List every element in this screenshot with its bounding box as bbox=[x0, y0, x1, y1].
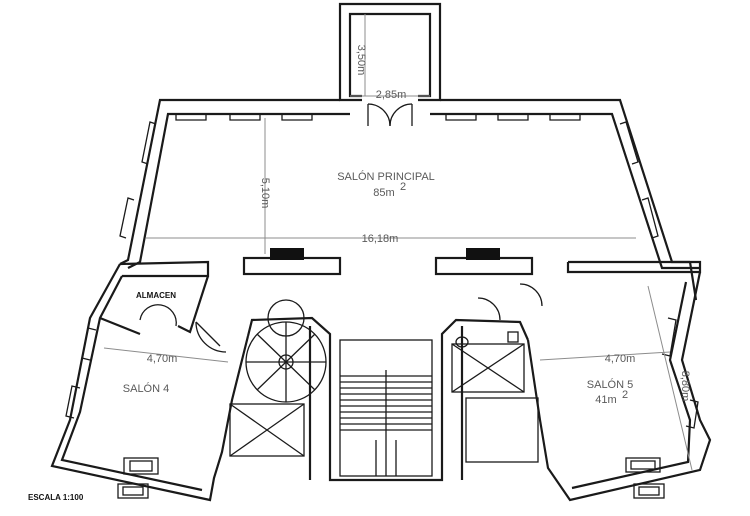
dim-entry-depth: 3,50m bbox=[355, 45, 367, 76]
fireplace-right bbox=[466, 248, 500, 260]
interior-partitions bbox=[119, 248, 702, 278]
dim-entry-width: 2,85m bbox=[376, 89, 407, 101]
room-area-sup-salon5: 2 bbox=[622, 389, 628, 401]
room-label-salon4: SALÓN 4 bbox=[123, 382, 169, 395]
room-label-salon5: SALÓN 5 bbox=[587, 378, 633, 391]
room-area-sup-salon-principal: 2 bbox=[400, 181, 406, 193]
dim-principal-width: 16,18m bbox=[362, 233, 399, 245]
room-label-salon-principal: SALÓN PRINCIPAL bbox=[337, 170, 435, 183]
dim-salon4-width: 4,70m bbox=[147, 353, 178, 365]
shaft-left bbox=[229, 403, 305, 457]
left-wing-walls bbox=[50, 263, 250, 502]
spiral-stair bbox=[245, 299, 327, 403]
right-wing-walls bbox=[526, 261, 712, 502]
dim-salon5-width: 4,70m bbox=[605, 353, 636, 365]
room-label-almacen: ALMACEN bbox=[136, 291, 176, 300]
dim-principal-depth: 5,10m bbox=[259, 178, 271, 209]
dim-salon5-depth: 8,80m bbox=[679, 371, 691, 402]
scale-label: ESCALA 1:100 bbox=[28, 493, 84, 502]
entrance-walls bbox=[338, 2, 442, 102]
dimension-lines bbox=[103, 14, 693, 471]
toilet-icon bbox=[455, 336, 469, 348]
central-core bbox=[229, 283, 543, 482]
room-area-salon5: 41m bbox=[595, 394, 616, 406]
room-area-salon-principal: 85m bbox=[373, 187, 394, 199]
stair-treads bbox=[340, 370, 432, 476]
fireplace-left bbox=[270, 248, 304, 260]
entrance-double-door bbox=[367, 103, 413, 127]
salon-principal-walls bbox=[119, 98, 700, 270]
shaft-right bbox=[451, 343, 539, 463]
